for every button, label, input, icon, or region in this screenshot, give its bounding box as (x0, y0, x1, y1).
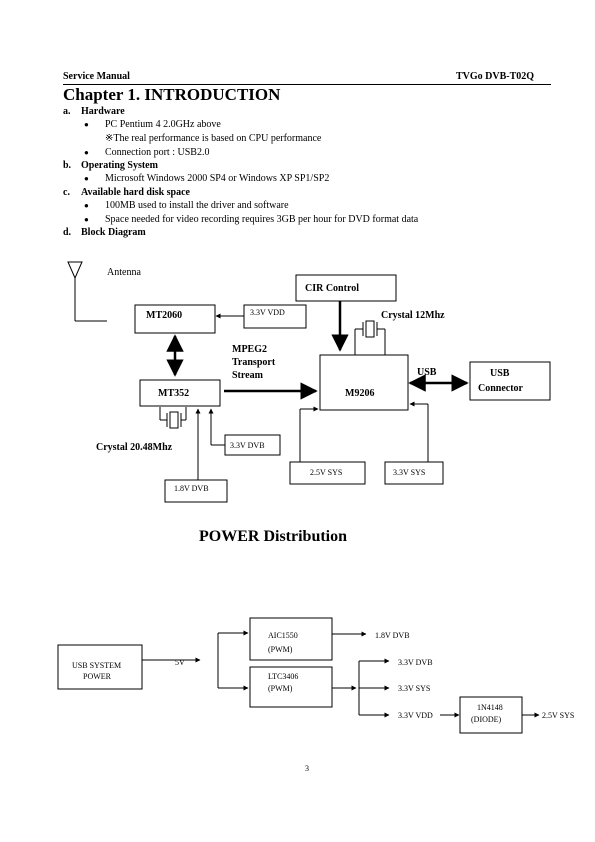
cir-box (295, 274, 397, 302)
ltc-box (249, 666, 333, 708)
section-b-label: b. (63, 160, 72, 171)
section-a-title: Hardware (81, 106, 125, 117)
power-sys33: 3.3V SYS (398, 684, 430, 693)
page-number: 3 (305, 764, 309, 773)
power-dvb18: 1.8V DVB (375, 631, 410, 640)
dvb18-label: 1.8V DVB (174, 484, 209, 493)
aic-line-1: AIC1550 (268, 631, 298, 640)
power-sys25: 2.5V SYS (542, 711, 574, 720)
disk-item-2: Space needed for video recording require… (105, 214, 419, 225)
section-b-title: Operating System (81, 160, 158, 171)
sys33-box (384, 461, 444, 485)
bullet-icon: ● (84, 120, 89, 129)
section-d-title: Block Diagram (81, 227, 146, 238)
power-dvb33: 3.3V DVB (398, 658, 433, 667)
usb-power-line-2: POWER (83, 672, 112, 681)
bullet-icon: ● (84, 174, 89, 183)
crystal-2048-label: Crystal 20.48Mhz (96, 442, 173, 453)
mt352-label: MT352 (158, 388, 189, 399)
mpeg2-line-3: Stream (232, 370, 264, 381)
hardware-note: ※The real performance is based on CPU pe… (105, 133, 322, 144)
diode-line-2: (DIODE) (471, 715, 502, 724)
dvb18-box (164, 479, 228, 503)
usb-connector-line-1: USB (490, 368, 510, 379)
cir-label: CIR Control (305, 283, 359, 294)
crystal-icon (159, 407, 187, 429)
section-c-label: c. (63, 187, 70, 198)
usb-power-line-1: USB SYSTEM (72, 661, 121, 670)
mt2060-label: MT2060 (146, 310, 182, 321)
mt2060-box (134, 304, 216, 334)
header-rule (63, 84, 551, 85)
crystal-icon (354, 320, 386, 355)
sys33-label: 3.3V SYS (393, 468, 425, 477)
usb-label: USB (417, 367, 437, 378)
aic-line-2: (PWM) (268, 645, 293, 654)
usb-power-box (57, 644, 143, 690)
hardware-item-2: Connection port : USB2.0 (105, 147, 210, 158)
bullet-icon: ● (84, 201, 89, 210)
mpeg2-line-2: Transport (232, 357, 276, 368)
disk-item-1: 100MB used to install the driver and sof… (105, 200, 289, 211)
header-left: Service Manual (63, 71, 130, 82)
m9206-label: M9206 (345, 388, 374, 399)
ltc-line-1: LTC3406 (268, 672, 298, 681)
hardware-item-1: PC Pentium 4 2.0GHz above (105, 119, 221, 130)
usb-connector-line-2: Connector (478, 383, 524, 394)
section-a-label: a. (63, 106, 71, 117)
mt352-box (139, 379, 221, 407)
antenna-icon (67, 261, 107, 322)
power-title: POWER Distribution (199, 528, 347, 545)
os-item-1: Microsoft Windows 2000 SP4 or Windows XP… (105, 173, 330, 184)
header-right: TVGo DVB-T02Q (456, 71, 535, 82)
section-d-label: d. (63, 227, 72, 238)
sys25-box (289, 461, 366, 485)
vdd33-label: 3.3V VDD (250, 308, 285, 317)
section-c-title: Available hard disk space (81, 187, 190, 198)
sys25-label: 2.5V SYS (310, 468, 342, 477)
diode-line-1: 1N4148 (477, 703, 503, 712)
power-vdd33: 3.3V VDD (398, 711, 433, 720)
usb-connector-box (469, 361, 551, 401)
chapter-title: Chapter 1. INTRODUCTION (63, 85, 281, 104)
crystal-12-label: Crystal 12Mhz (381, 310, 445, 321)
v5-label: 5V (175, 658, 185, 667)
diode-box (459, 696, 523, 734)
m9206-box (319, 354, 409, 411)
antenna-label: Antenna (107, 267, 141, 278)
bullet-icon: ● (84, 215, 89, 224)
bullet-icon: ● (84, 148, 89, 157)
dvb33-label: 3.3V DVB (230, 441, 265, 450)
mpeg2-line-1: MPEG2 (232, 344, 267, 355)
aic-box (249, 617, 333, 661)
ltc-line-2: (PWM) (268, 684, 293, 693)
